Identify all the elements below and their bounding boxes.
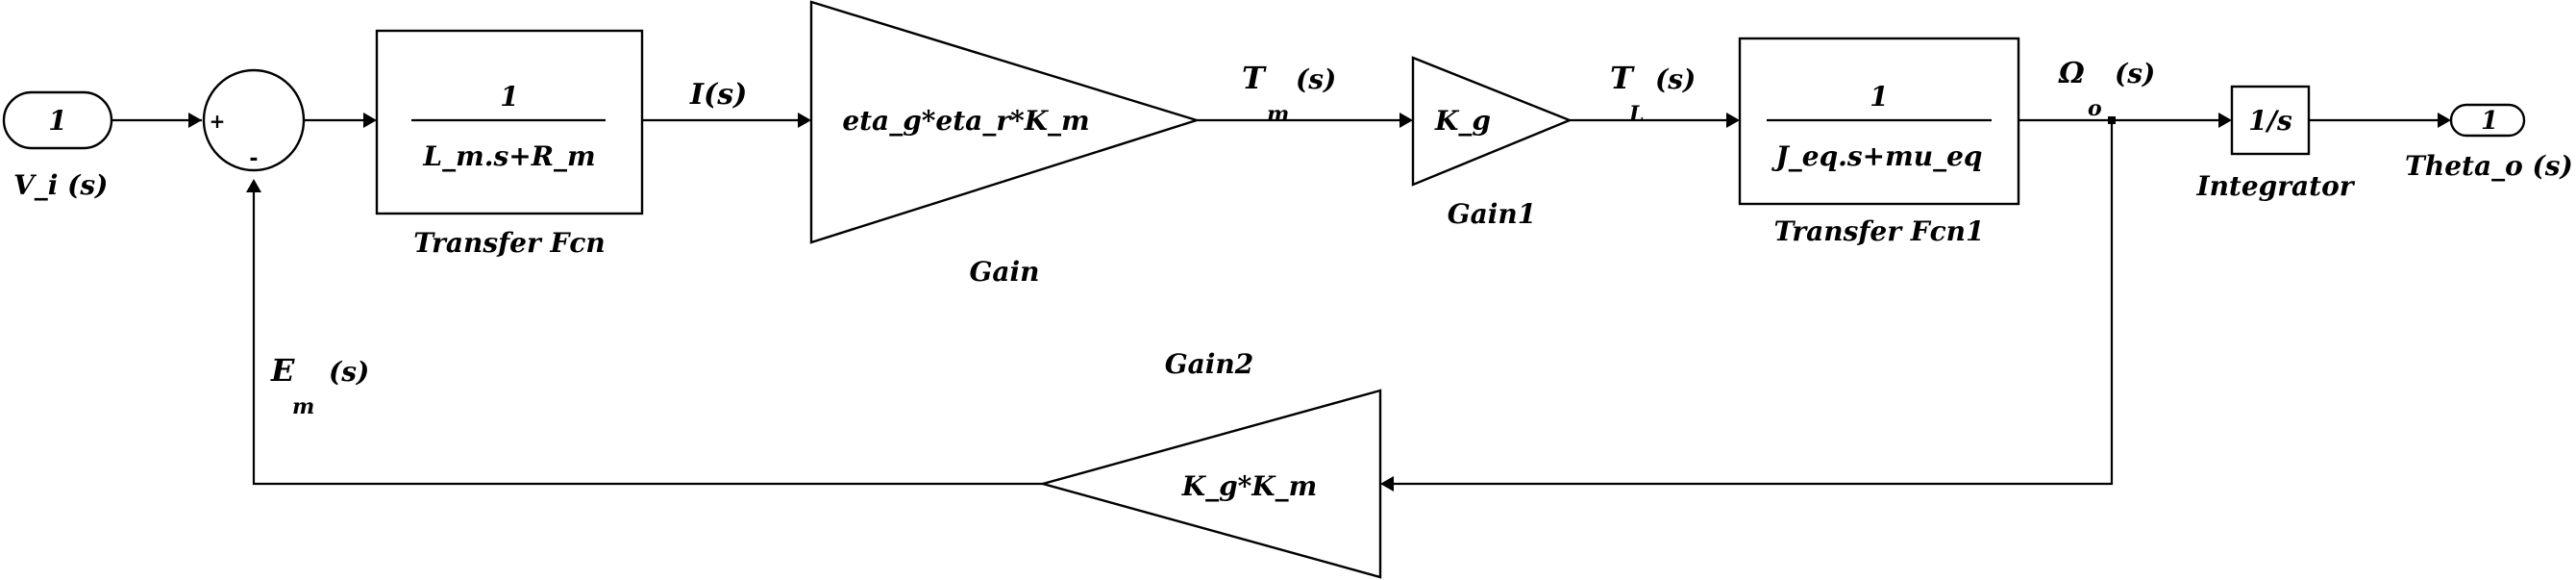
transfer-fcn1-denominator: J_eq.s+mu_eq: [1771, 140, 1983, 172]
arrow-tf1-to-integrator: [2218, 113, 2232, 128]
transfer-fcn1-numerator: 1: [1870, 81, 1888, 113]
signal-omega-arg: (s): [2115, 58, 2155, 89]
sum-plus-sign: +: [210, 110, 226, 133]
gain2-block[interactable]: K_g*K_m: [1038, 389, 1382, 579]
gain-label: Gain: [969, 256, 1039, 288]
transfer-fcn-numerator: 1: [500, 81, 518, 113]
outport-label: Theta_o (s): [2405, 150, 2573, 182]
feedback-line-to-sum[interactable]: [252, 192, 1043, 486]
integrator-label: Integrator: [2195, 170, 2355, 202]
signal-em-sub: m: [292, 394, 314, 419]
arrow-feedback-to-gain2: [1380, 476, 1394, 492]
gain1-label: Gain1: [1448, 198, 1537, 230]
signal-tl-arg: (s): [1655, 63, 1696, 95]
feedback-line-to-gain2[interactable]: [1394, 120, 2114, 486]
signal-tl-label: T (s) L: [1610, 60, 1696, 127]
inport-number: 1: [48, 105, 66, 137]
inport-block[interactable]: 1: [2, 90, 113, 150]
signal-tl-main: T: [1610, 60, 1635, 96]
outport-number: 1: [2481, 107, 2498, 136]
sum-block[interactable]: + -: [202, 68, 306, 172]
signal-omega-main: Ω: [2058, 57, 2085, 90]
integrator-expression: 1/s: [2248, 105, 2292, 137]
gain1-expression: K_g: [1434, 105, 1491, 137]
signal-tl-sub: L: [1628, 102, 1644, 127]
transfer-fcn-block[interactable]: 1 L_m.s+R_m: [375, 29, 644, 215]
arrow-tf-to-gain: [798, 113, 811, 128]
signal-current-label: I(s): [689, 78, 747, 112]
arrow-gain-to-gain1: [1399, 113, 1413, 128]
signal-tm-sub: m: [1267, 102, 1289, 127]
gain-expression: eta_g*eta_r*K_m: [842, 105, 1089, 137]
signal-omega-label: Ω (s) o: [2058, 57, 2155, 121]
sum-minus-sign: -: [249, 147, 258, 171]
signal-tm-arg: (s): [1296, 63, 1336, 95]
transfer-fcn1-block[interactable]: 1 J_eq.s+mu_eq: [1738, 37, 2020, 206]
arrow-sum-to-tf: [363, 113, 377, 128]
signal-tm-label: T (s) m: [1242, 60, 1336, 127]
integrator-block[interactable]: 1/s: [2230, 85, 2311, 156]
outport-block[interactable]: 1: [2449, 103, 2526, 138]
arrow-gain1-to-tf1: [1726, 113, 1740, 128]
signal-tm-main: T: [1242, 60, 1267, 96]
inport-label: V_i (s): [13, 169, 108, 201]
signal-em-main: E: [270, 352, 295, 389]
gain1-block[interactable]: K_g: [1411, 56, 1573, 187]
signal-em-arg: (s): [329, 356, 369, 388]
gain2-label: Gain2: [1165, 348, 1254, 380]
transfer-fcn-denominator: L_m.s+R_m: [422, 140, 595, 172]
arrow-feedback-to-sum: [246, 179, 261, 192]
transfer-fcn1-label: Transfer Fcn1: [1774, 215, 1985, 247]
signal-omega-sub: o: [2088, 96, 2102, 121]
gain-block[interactable]: eta_g*eta_r*K_m: [809, 0, 1201, 244]
signal-lines: [111, 113, 2451, 492]
arrow-integrator-to-outport: [2438, 113, 2451, 128]
signal-em-label: E (s) m: [270, 352, 369, 419]
gain2-expression: K_g*K_m: [1181, 470, 1318, 502]
branch-point: [2108, 116, 2116, 124]
transfer-fcn-label: Transfer Fcn: [413, 227, 605, 259]
arrow-inport-to-sum: [188, 113, 202, 128]
